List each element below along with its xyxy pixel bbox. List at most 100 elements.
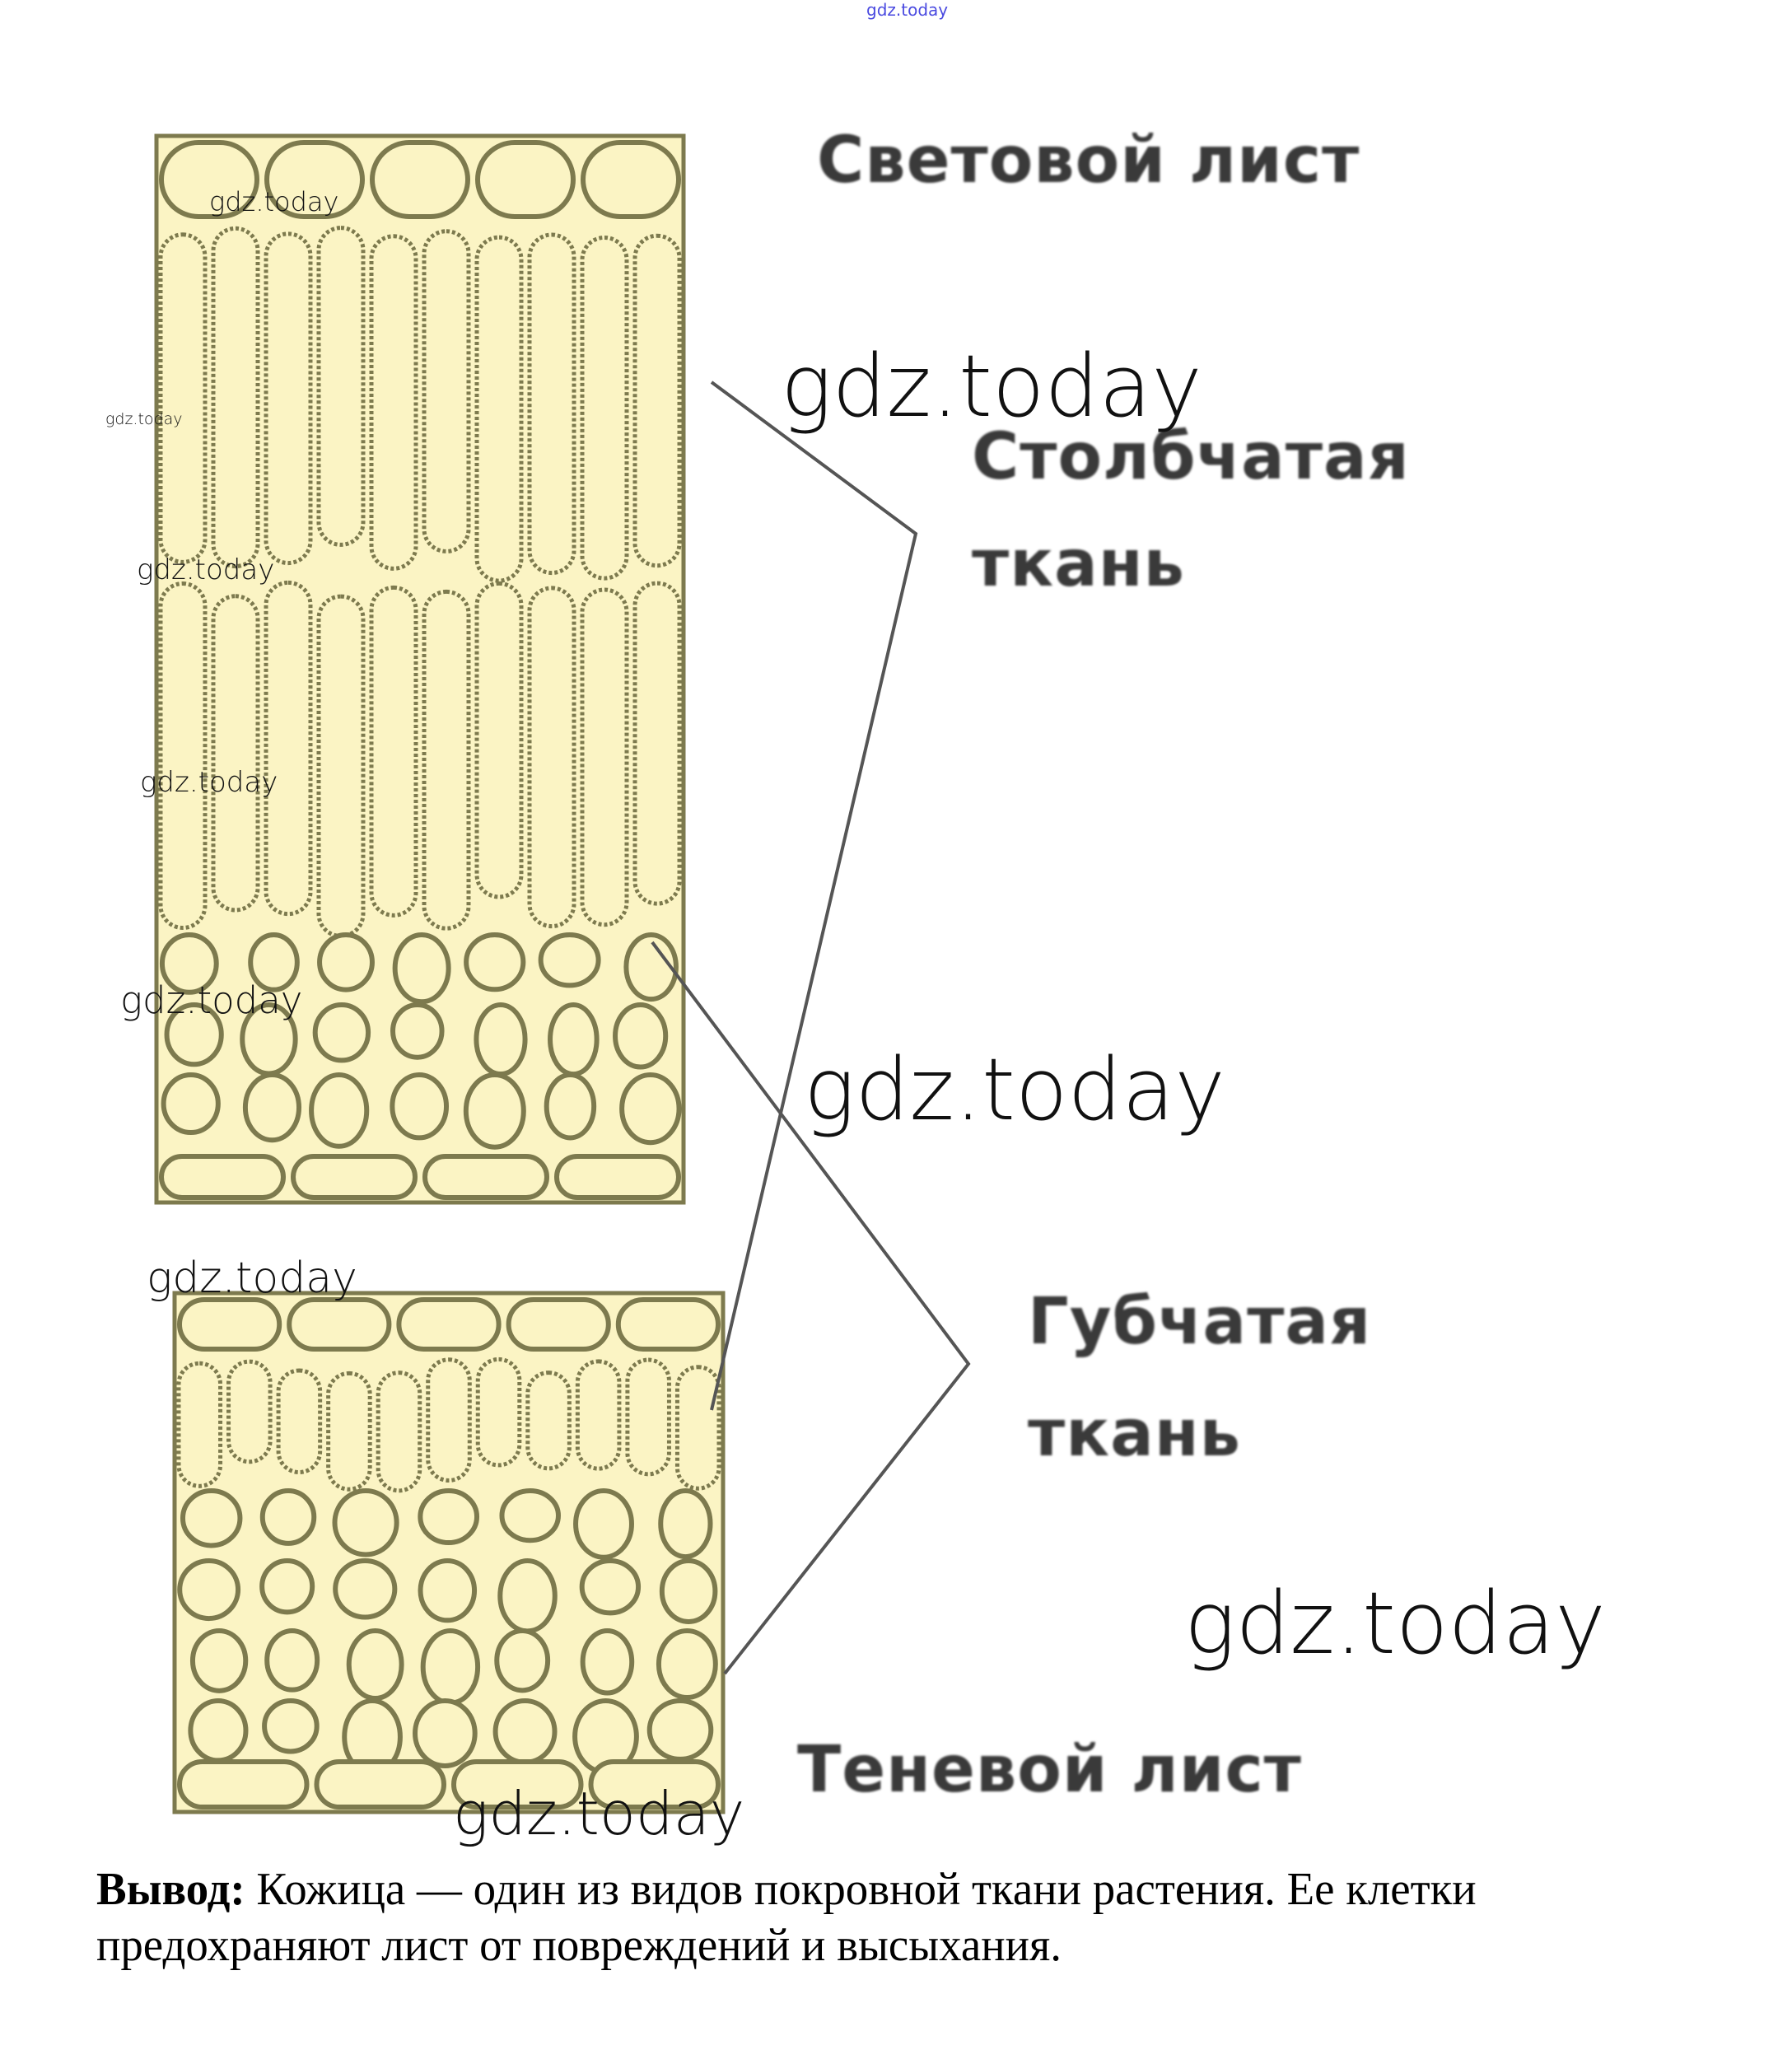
epidermis-cell (370, 140, 470, 219)
spongy-cell (659, 1558, 718, 1624)
epidermis-cell (554, 1154, 681, 1200)
palisade-cell (316, 226, 366, 547)
epidermis-cell (159, 140, 259, 219)
epidermis-cell (177, 1297, 282, 1352)
epidermis-cell (264, 140, 365, 219)
palisade-cell (474, 581, 524, 899)
epidermis-cell (159, 1154, 286, 1200)
spongy-cell (309, 1072, 370, 1149)
palisade-cell (369, 234, 418, 571)
label-spongy-1: Губчатая (1028, 1285, 1372, 1359)
palisade-cell (474, 235, 524, 583)
spongy-cell (464, 932, 526, 992)
palisade-cell (316, 594, 366, 939)
label-light-leaf: Световой лист (817, 124, 1360, 198)
epidermis-cell (291, 1154, 418, 1200)
watermark: gdz.today (120, 978, 303, 1022)
spongy-cell (413, 1698, 478, 1768)
spongy-cell (548, 1002, 600, 1077)
palisade-cell (226, 1359, 273, 1464)
epidermis-cell (588, 1759, 721, 1810)
spongy-cell (312, 1002, 371, 1063)
palisade-cell (575, 1359, 622, 1471)
spongy-cell (159, 932, 219, 995)
watermark: gdz.today (804, 1039, 1225, 1140)
spongy-cell (499, 1488, 561, 1543)
palisade-cell (376, 1371, 422, 1493)
spongy-cell (346, 1628, 404, 1702)
spongy-cell (259, 1558, 315, 1615)
spongy-cell (497, 1558, 558, 1634)
watermark: gdz.today (147, 1254, 357, 1303)
conclusion-text-1: Кожица — один из видов покровной ткани р… (245, 1864, 1477, 1915)
spongy-cell (613, 1002, 669, 1070)
epidermis-cell (506, 1297, 611, 1352)
spongy-cell (259, 1488, 317, 1546)
spongy-cell (317, 932, 375, 992)
spongy-cell (180, 1488, 243, 1548)
epidermis-cell (451, 1759, 584, 1810)
spongy-cell (579, 1558, 642, 1616)
spongy-cell (474, 1002, 528, 1077)
palisade-cell (158, 581, 208, 931)
spongy-cell (463, 1072, 526, 1150)
spongy-cell (538, 932, 601, 988)
palisade-cell (422, 589, 471, 931)
palisade-cell (580, 587, 629, 927)
spongy-cell (164, 1002, 224, 1067)
palisade-cell (632, 233, 682, 568)
spongy-cell (418, 1558, 478, 1623)
label-spongy-2: ткань (1028, 1397, 1241, 1471)
spongy-cell (646, 1698, 714, 1762)
watermark-top: gdz.today (866, 0, 949, 20)
palisade-cell (527, 586, 576, 929)
shade-leaf-section (172, 1291, 726, 1814)
epidermis-cell (615, 1297, 721, 1352)
spongy-cell (573, 1488, 634, 1560)
palisade-cell (369, 585, 418, 918)
spongy-cell (264, 1628, 320, 1693)
conclusion-line-1: Вывод: Кожица — один из видов покровной … (96, 1863, 1477, 1916)
palisade-cell (326, 1371, 372, 1492)
palisade-cell (211, 594, 260, 913)
label-palisade-1: Столбчатая (972, 420, 1410, 494)
spongy-cell (188, 1698, 249, 1763)
watermark: gdz.today (781, 336, 1202, 437)
palisade-cell (527, 232, 576, 576)
palisade-cell (176, 1361, 223, 1488)
palisade-cell (632, 581, 682, 906)
light-leaf-section (154, 133, 686, 1205)
palisade-cell (276, 1368, 323, 1475)
spongy-cell (656, 1628, 718, 1701)
palisade-cell (422, 229, 471, 553)
spongy-cell (619, 1072, 682, 1146)
spongy-cell (390, 1072, 450, 1141)
spongy-cell (333, 1558, 398, 1620)
palisade-cell (211, 226, 260, 569)
spongy-cell (418, 1488, 480, 1546)
watermark: gdz.today (1184, 1573, 1606, 1674)
palisade-cell (264, 231, 313, 566)
epidermis-cell (422, 1154, 549, 1200)
spongy-cell (492, 1698, 558, 1765)
epidermis-cell (396, 1297, 502, 1352)
spongy-cell (332, 1488, 399, 1557)
spongy-cell (544, 1072, 597, 1141)
label-palisade-2: ткань (972, 527, 1185, 601)
spongy-cell (623, 932, 679, 1002)
epidermis-cell (287, 1297, 392, 1352)
watermark: gdz.today (453, 1779, 745, 1848)
palisade-cell (264, 580, 313, 917)
watermark: gdz.today (137, 553, 275, 586)
palisade-cell (426, 1357, 472, 1483)
spongy-cell (494, 1628, 551, 1693)
spongy-cell (189, 1628, 249, 1693)
epidermis-cell (314, 1759, 446, 1810)
spongy-cell (262, 1698, 320, 1754)
epidermis-cell (581, 140, 681, 219)
palisade-cell (625, 1357, 671, 1477)
palisade-cell (674, 1365, 721, 1491)
watermark: gdz.today (209, 186, 339, 217)
epidermis-cell (475, 140, 576, 219)
conclusion-line-2: предохраняют лист от повреждений и высых… (96, 1920, 1062, 1971)
